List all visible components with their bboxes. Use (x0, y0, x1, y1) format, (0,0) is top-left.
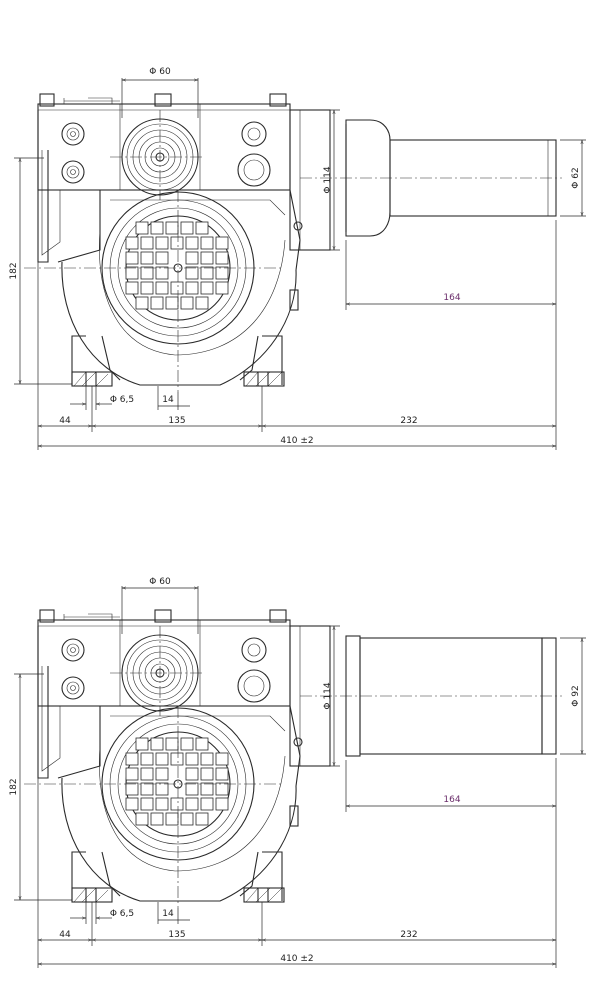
dim-outlet-dia: Φ 92 (571, 685, 581, 706)
dim-foot-to-end: 232 (400, 416, 417, 426)
dim-offset: 14 (162, 395, 174, 405)
dim-total-length: 410 ±2 (280, 954, 313, 964)
dim-hole-dia: Φ 6,5 (110, 909, 134, 919)
dim-top-fan-dia: Φ 60 (149, 577, 171, 587)
view-top: Φ 60 Φ 114 Φ 62 182 164 Φ 6,5 14 (9, 67, 586, 450)
dim-flange-dia: Φ 114 (323, 166, 333, 193)
dim-foot-span: 135 (168, 930, 185, 940)
dim-hole-dia: Φ 6,5 (110, 395, 134, 405)
view-bottom: Φ 60 Φ 114 Φ 92 182 164 Φ 6,5 14 (9, 577, 586, 968)
dim-outlet-dia: Φ 62 (571, 167, 581, 188)
dim-height: 182 (9, 262, 19, 279)
dim-foot-offset: 44 (59, 930, 71, 940)
dim-flange-dia: Φ 114 (323, 682, 333, 709)
dim-foot-to-end: 232 (400, 930, 417, 940)
dim-foot-offset: 44 (59, 416, 71, 426)
dim-outlet-length: 164 (443, 293, 460, 303)
dim-outlet-length: 164 (443, 795, 460, 805)
dim-top-fan-dia: Φ 60 (149, 67, 171, 77)
dim-total-length: 410 ±2 (280, 436, 313, 446)
dim-foot-span: 135 (168, 416, 185, 426)
dim-offset: 14 (162, 909, 174, 919)
dim-height: 182 (9, 778, 19, 795)
